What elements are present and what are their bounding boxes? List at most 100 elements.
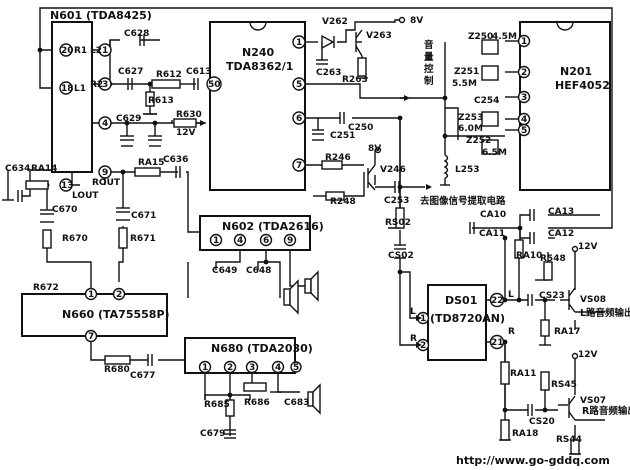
z252-label: Z252 bbox=[466, 136, 491, 146]
ra17-label: RA17 bbox=[554, 327, 580, 337]
rs45-label: RS45 bbox=[551, 380, 577, 390]
n601-label: N601 (TDA8425) bbox=[50, 9, 152, 22]
volume-control-note: 音量控制 bbox=[424, 39, 434, 87]
r-mark: R bbox=[508, 327, 515, 337]
z250-freq: 4.5M bbox=[492, 32, 517, 42]
pin: ROUT bbox=[92, 178, 121, 188]
z251-label: Z251 bbox=[454, 67, 479, 77]
r680-label: R680 bbox=[104, 365, 130, 375]
pin: L1 bbox=[74, 84, 86, 94]
r670-label: R670 bbox=[62, 234, 88, 244]
ra15-label: RA15 bbox=[138, 158, 164, 168]
cs23-label: CS23 bbox=[539, 291, 565, 301]
pin: 4 bbox=[521, 115, 527, 125]
pin: 1 bbox=[420, 314, 426, 324]
c629-label: C629 bbox=[116, 114, 141, 124]
vs07-label: VS07 bbox=[580, 396, 606, 406]
r630-label: R630 bbox=[176, 110, 202, 120]
pin: 7 bbox=[296, 161, 302, 171]
c648-label: C648 bbox=[246, 266, 271, 276]
z251-freq: 5.5M bbox=[452, 79, 477, 89]
n660-label: N660 (TA75558P) bbox=[62, 308, 170, 321]
pin-numbers: 20 R1 18 L1 L2 1 R2 3 4 9 ROUT 13 LOUT 1… bbox=[61, 37, 527, 373]
r246-label: R246 bbox=[325, 153, 351, 163]
ca10-label: CA10 bbox=[480, 210, 506, 220]
8v2-label: 8V bbox=[368, 144, 381, 154]
r-audio-out-note: R路音频输出 bbox=[582, 405, 630, 417]
pin: 22 bbox=[491, 296, 504, 306]
pin: 1 bbox=[102, 46, 108, 56]
pin: R2 bbox=[90, 80, 103, 90]
pin: 1 bbox=[296, 38, 302, 48]
pin: 2 bbox=[420, 341, 426, 351]
pin: 2 bbox=[116, 290, 122, 300]
ds01-part: (TD8720AN) bbox=[430, 312, 505, 325]
r672-label: R672 bbox=[33, 283, 59, 293]
c677-label: C677 bbox=[130, 371, 155, 381]
pin: 1 bbox=[213, 236, 219, 246]
notes: 音量控制 去图像信号提取电路 L路音频输出 R路音频输出 http://www.… bbox=[420, 39, 630, 467]
pin: R1 bbox=[74, 46, 87, 56]
z253-label: Z253 bbox=[458, 113, 483, 123]
pin: 2 bbox=[521, 68, 527, 78]
l-audio-out-note: L路音频输出 bbox=[580, 307, 630, 319]
n240-part: TDA8362/1 bbox=[226, 60, 293, 73]
c613-label: C613 bbox=[186, 67, 211, 77]
ca11-label: CA11 bbox=[479, 229, 505, 239]
pin: 6 bbox=[263, 236, 269, 246]
z252-freq: 6.5M bbox=[482, 148, 507, 158]
pin: 9 bbox=[287, 236, 293, 246]
r612-label: R612 bbox=[156, 70, 182, 80]
pin: 50 bbox=[208, 80, 221, 90]
pin: 20 bbox=[61, 46, 74, 56]
r548-label: R548 bbox=[540, 254, 566, 264]
volume-control-char: 音 bbox=[424, 39, 434, 51]
n201-part: HEF4052 bbox=[555, 79, 610, 92]
n660-chip: N660 (TA75558P) bbox=[21, 293, 170, 337]
8v-label: 8V bbox=[410, 16, 423, 26]
pin: 2 bbox=[227, 363, 233, 373]
c250-label: C250 bbox=[348, 123, 373, 133]
ra10-label: RA10 bbox=[516, 251, 542, 261]
pin: 1 bbox=[202, 363, 208, 373]
c254-label: C254 bbox=[474, 96, 499, 106]
ds01-label: DS01 bbox=[445, 294, 477, 307]
vs08-label: VS08 bbox=[580, 295, 606, 305]
volume-control-char: 控 bbox=[424, 63, 434, 75]
r248-label: R248 bbox=[330, 197, 356, 207]
v246-label: V246 bbox=[380, 165, 406, 175]
ra11-label: RA11 bbox=[510, 369, 536, 379]
n240-chip: N240 TDA8362/1 bbox=[209, 21, 306, 191]
pin: 3 bbox=[249, 363, 255, 373]
n201-chip: N201 HEF4052 bbox=[519, 21, 611, 191]
pin-markers bbox=[59, 34, 531, 374]
rs44-label: RS44 bbox=[556, 435, 582, 445]
ra18-label: RA18 bbox=[512, 429, 538, 439]
v263-label: V263 bbox=[366, 31, 392, 41]
c627-label: C627 bbox=[118, 67, 143, 77]
c253-label: C253 bbox=[384, 196, 409, 206]
pin: 1 bbox=[521, 37, 527, 47]
c263-label: C263 bbox=[316, 68, 341, 78]
12v-label: 12V bbox=[176, 128, 196, 138]
volume-control-char: 制 bbox=[424, 75, 434, 87]
pin: 13 bbox=[61, 181, 74, 191]
ds01-chip: DS01 (TD8720AN) bbox=[427, 284, 505, 361]
z253-freq: 6.0M bbox=[458, 124, 483, 134]
watermark-url: http://www.go-gddq.com bbox=[456, 454, 610, 467]
pin: 7 bbox=[88, 332, 94, 342]
r686-label: R686 bbox=[244, 398, 270, 408]
cs02-label: CS02 bbox=[388, 251, 414, 261]
rs02-label: RS02 bbox=[385, 218, 411, 228]
12v-c-label: 12V bbox=[578, 350, 598, 360]
cs20-label: CS20 bbox=[529, 417, 555, 427]
c649-label: C649 bbox=[212, 266, 237, 276]
ra14-label: RA14 bbox=[31, 164, 57, 174]
r671-label: R671 bbox=[130, 234, 156, 244]
c679-label: C679 bbox=[200, 429, 225, 439]
pin: 5 bbox=[521, 126, 527, 136]
pin: 9 bbox=[102, 168, 108, 178]
l253-label: L253 bbox=[455, 165, 480, 175]
l-mark: L bbox=[508, 290, 514, 300]
